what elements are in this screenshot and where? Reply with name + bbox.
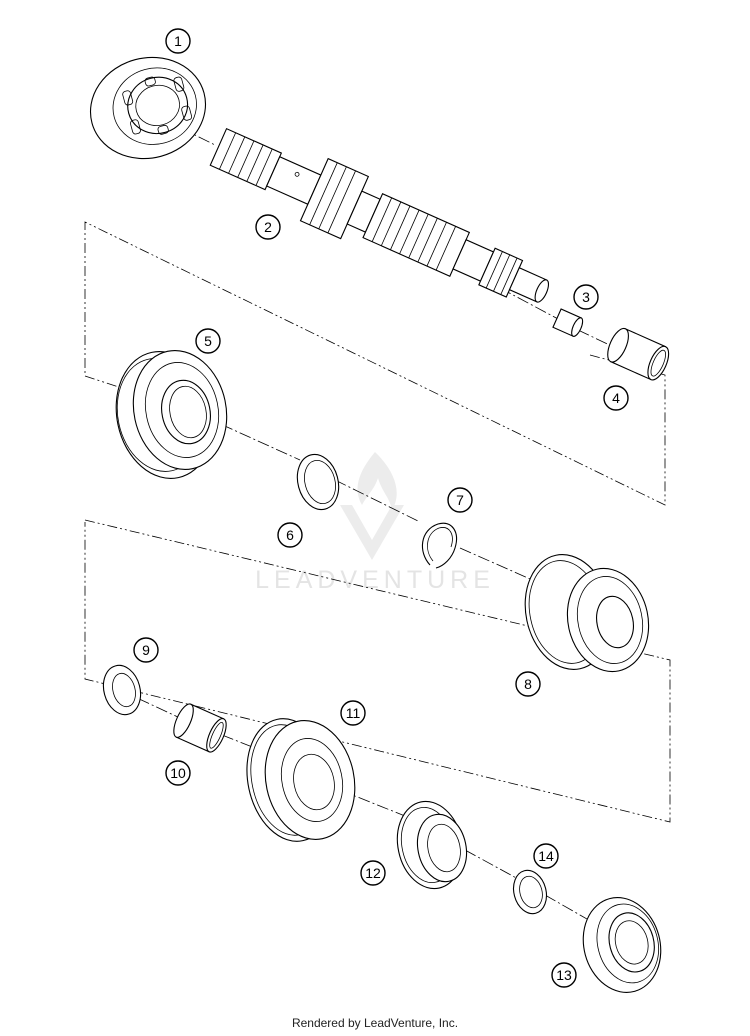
callout-14: 14 [533, 843, 559, 869]
callout-number: 4 [612, 390, 620, 406]
callout-7: 7 [447, 487, 473, 513]
circlip-part-7 [421, 522, 457, 569]
phantom-lines [84, 221, 671, 823]
callout-number: 3 [582, 289, 590, 305]
callout-1: 1 [165, 28, 191, 54]
callout-5: 5 [195, 328, 221, 354]
callout-number: 2 [264, 219, 272, 235]
callout-11: 11 [340, 700, 366, 726]
watermark-text: LEADVENTURE [255, 566, 495, 594]
callout-6: 6 [277, 522, 303, 548]
bushing-part-3 [552, 308, 584, 337]
washer-part-6 [296, 453, 340, 511]
callout-number: 7 [456, 492, 464, 508]
footer-credit: Rendered by LeadVenture, Inc. [291, 1016, 459, 1030]
main-shaft-part-2 [209, 127, 550, 303]
bearing-part-1 [89, 56, 207, 160]
callout-number: 5 [204, 333, 212, 349]
callout-number: 10 [170, 765, 186, 781]
callout-number: 1 [174, 33, 182, 49]
callout-8: 8 [515, 671, 541, 697]
gear-part-8 [524, 554, 650, 673]
washer-part-9 [102, 664, 142, 716]
callouts: 1 2 3 4 5 6 7 8 [133, 28, 629, 988]
callout-number: 14 [538, 848, 554, 864]
callout-number: 8 [524, 676, 532, 692]
bushing-part-4 [607, 327, 670, 381]
callout-number: 13 [556, 967, 572, 983]
watermark: LEADVENTURE [255, 452, 495, 594]
callout-4: 4 [603, 385, 629, 411]
washer-part-14 [512, 869, 548, 915]
bushing-part-10 [173, 703, 227, 753]
callout-3: 3 [573, 284, 599, 310]
callout-number: 6 [286, 527, 294, 543]
callout-9: 9 [133, 637, 159, 663]
callout-10: 10 [165, 760, 191, 786]
callout-number: 9 [142, 642, 150, 658]
callout-2: 2 [255, 214, 281, 240]
callout-number: 11 [346, 705, 361, 721]
gear-part-11 [246, 718, 356, 842]
gear-part-5 [115, 349, 228, 479]
callout-number: 12 [365, 865, 381, 881]
watermark-logo [340, 452, 404, 560]
callout-13: 13 [551, 962, 577, 988]
callout-12: 12 [360, 860, 386, 886]
gear-part-12 [396, 800, 468, 890]
bearing-part-13 [582, 897, 662, 993]
